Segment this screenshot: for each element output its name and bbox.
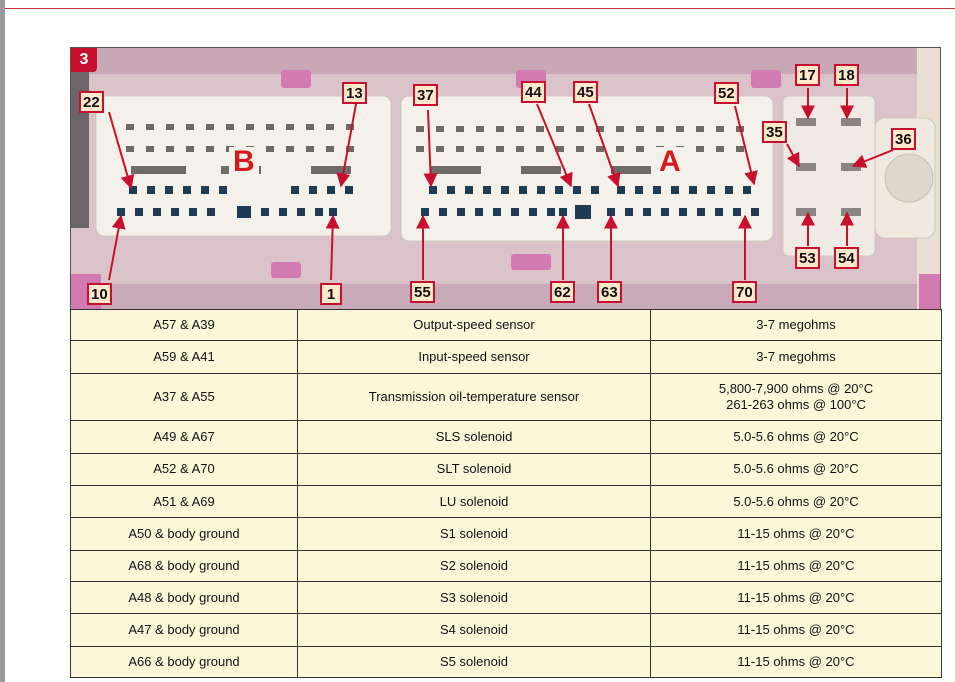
component-cell: S5 solenoid	[297, 645, 651, 679]
connector-b-label: B	[229, 147, 259, 177]
component-cell: S2 solenoid	[297, 549, 651, 582]
resistance-value: 5.0-5.6 ohms @ 20°C	[733, 428, 859, 444]
component-cell: S1 solenoid	[297, 517, 651, 551]
resistance-value: 5.0-5.6 ohms @ 20°C	[733, 461, 859, 477]
terminal-pair-cell: A48 & body ground	[70, 580, 298, 615]
pin-label-18: 18	[834, 64, 859, 86]
figure-number-badge: 3	[71, 48, 97, 72]
pin-label-35: 35	[762, 121, 787, 143]
pin-label-63: 63	[597, 281, 622, 303]
page-left-rule	[0, 0, 5, 682]
resistance-cell: 11-15 ohms @ 20°C	[650, 580, 942, 615]
resistance-cell: 11-15 ohms @ 20°C	[650, 549, 942, 582]
resistance-value: 5,800-7,900 ohms @ 20°C	[718, 380, 874, 396]
terminal-pair-cell: A37 & A55	[70, 372, 298, 422]
resistance-value: 11-15 ohms @ 20°C	[737, 621, 855, 637]
component-cell: SLT solenoid	[297, 452, 651, 486]
pin-label-45: 45	[573, 81, 598, 103]
resistance-value: 11-15 ohms @ 20°C	[737, 589, 855, 605]
resistance-cell: 3-7 megohms	[650, 308, 942, 342]
pin-label-1: 1	[320, 283, 342, 305]
component-cell: Transmission oil-temperature sensor	[297, 372, 651, 422]
terminal-pair-cell: A50 & body ground	[70, 517, 298, 551]
component-cell: SLS solenoid	[297, 420, 651, 454]
resistance-value: 5.0-5.6 ohms @ 20°C	[733, 493, 859, 509]
terminal-pair-cell: A49 & A67	[70, 420, 298, 454]
component-cell: Input-speed sensor	[297, 340, 651, 374]
page-top-rule	[5, 8, 955, 9]
resistance-value: 3-7 megohms	[756, 349, 836, 364]
pin-label-36: 36	[891, 128, 916, 150]
resistance-value: 3-7 megohms	[756, 317, 836, 333]
component-cell: LU solenoid	[297, 484, 651, 519]
terminal-pair-cell: A59 & A41	[70, 340, 298, 374]
ecu-connector-figure: 3 B A 22 13 37 44 45 52 17 18 35 36 10 1…	[70, 47, 941, 311]
resistance-cell: 5.0-5.6 ohms @ 20°C	[650, 484, 942, 519]
pin-label-44: 44	[521, 81, 546, 103]
pin-label-17: 17	[795, 64, 820, 86]
pin-label-37: 37	[413, 84, 438, 106]
terminal-pair-cell: A51 & A69	[70, 484, 298, 519]
pin-label-70: 70	[732, 281, 757, 303]
resistance-value: 11-15 ohms @ 20°C	[737, 653, 855, 669]
resistance-value: 11-15 ohms @ 20°C	[737, 557, 855, 573]
pin-label-54: 54	[834, 247, 859, 269]
terminal-pair-cell: A47 & body ground	[70, 613, 298, 647]
pin-label-52: 52	[714, 82, 739, 104]
connector-photo-illustration	[71, 48, 940, 310]
pin-label-53: 53	[795, 247, 820, 269]
resistance-cell: 3-7 megohms	[650, 340, 942, 374]
resistance-cell: 5.0-5.6 ohms @ 20°C	[650, 420, 942, 454]
pin-label-22: 22	[79, 91, 104, 113]
component-cell: S3 solenoid	[297, 580, 651, 615]
terminal-pair-cell: A57 & A39	[70, 308, 298, 342]
terminal-pair-cell: A66 & body ground	[70, 645, 298, 679]
pin-label-55: 55	[410, 281, 435, 303]
terminal-pair-cell: A68 & body ground	[70, 549, 298, 582]
connector-a-label: A	[655, 147, 685, 177]
resistance-value: 261-263 ohms @ 100°C	[726, 396, 866, 412]
pin-label-13: 13	[342, 82, 367, 104]
resistance-cell: 11-15 ohms @ 20°C	[650, 517, 942, 551]
pin-label-62: 62	[550, 281, 575, 303]
resistance-cell: 11-15 ohms @ 20°C	[650, 613, 942, 647]
resistance-cell: 5.0-5.6 ohms @ 20°C	[650, 452, 942, 486]
terminal-pair-cell: A52 & A70	[70, 452, 298, 486]
component-cell: Output-speed sensor	[297, 308, 651, 342]
pin-label-10: 10	[87, 283, 112, 305]
resistance-cell: 11-15 ohms @ 20°C	[650, 645, 942, 679]
component-cell: S4 solenoid	[297, 613, 651, 647]
resistance-value: 11-15 ohms @ 20°C	[737, 525, 855, 541]
